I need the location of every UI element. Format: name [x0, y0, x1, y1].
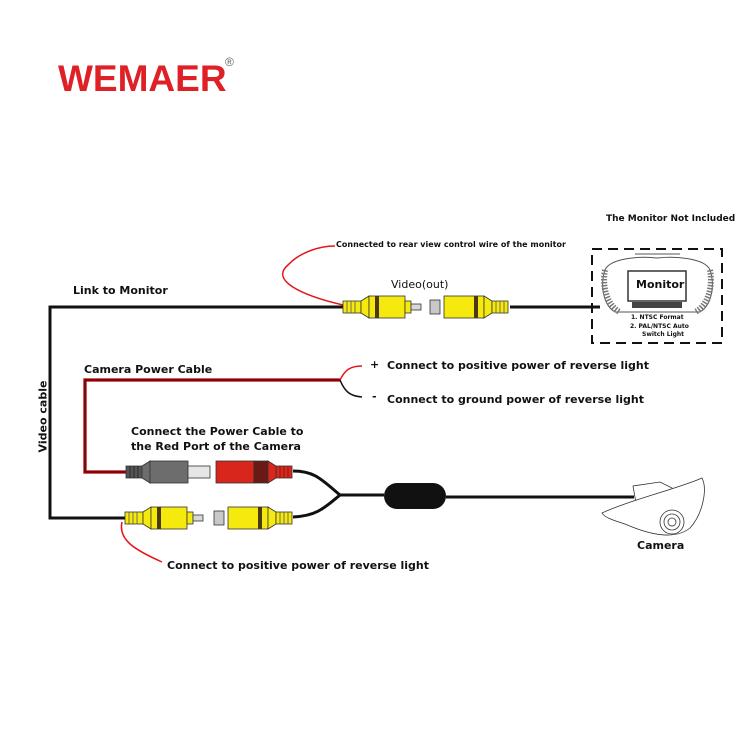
video-out-male-plug [342, 295, 422, 319]
power-cable-core [84, 379, 340, 473]
red-power-socket [215, 460, 293, 484]
video-cable-wire [48, 305, 343, 520]
registered-mark: ® [225, 55, 234, 69]
camera-y-split [292, 469, 343, 519]
monitor-feature-2: 2. PAL/NTSC Auto [630, 323, 689, 330]
monitor-feature-3: Switch Light [642, 331, 685, 338]
camera-power-cable-label: Camera Power Cable [84, 363, 213, 376]
link-to-monitor-label: Link to Monitor [73, 284, 168, 297]
video-cable-label: Video cable [36, 380, 50, 453]
brand-logo: WEMAER [58, 58, 227, 99]
inline-module [384, 483, 446, 509]
monitor-screen-label: Monitor [636, 278, 685, 291]
rear-view-control-label: Connected to rear view control wire of t… [336, 240, 566, 249]
monitor-feature-1: 1. NTSC Format [631, 314, 684, 321]
bottom-positive-power-label: Connect to positive power of reverse lig… [167, 559, 430, 572]
video-out-label: Video(out) [391, 278, 449, 291]
ground-power-label: Connect to ground power of reverse light [387, 393, 644, 406]
bottom-red-lead [120, 521, 163, 563]
video-in-female-plug [213, 506, 293, 530]
video-in-male-plug [124, 506, 204, 530]
negative-sign: - [372, 390, 377, 403]
monitor-illustration [601, 253, 714, 315]
connect-power-cable-line1: Connect the Power Cable to [131, 425, 304, 438]
ground-wire [339, 379, 363, 398]
connect-power-cable-line2: the Red Port of the Camera [131, 440, 301, 453]
positive-power-label: Connect to positive power of reverse lig… [387, 359, 650, 372]
positive-wire [339, 365, 363, 381]
camera-label: Camera [637, 539, 685, 552]
camera-illustration [601, 477, 705, 536]
monitor-dashed-box [591, 248, 723, 344]
positive-sign: + [370, 358, 380, 371]
control-wire-red [281, 245, 344, 306]
monitor-not-included-title: The Monitor Not Included [606, 214, 736, 224]
gray-power-plug [125, 460, 211, 484]
video-out-female-plug [429, 295, 509, 319]
